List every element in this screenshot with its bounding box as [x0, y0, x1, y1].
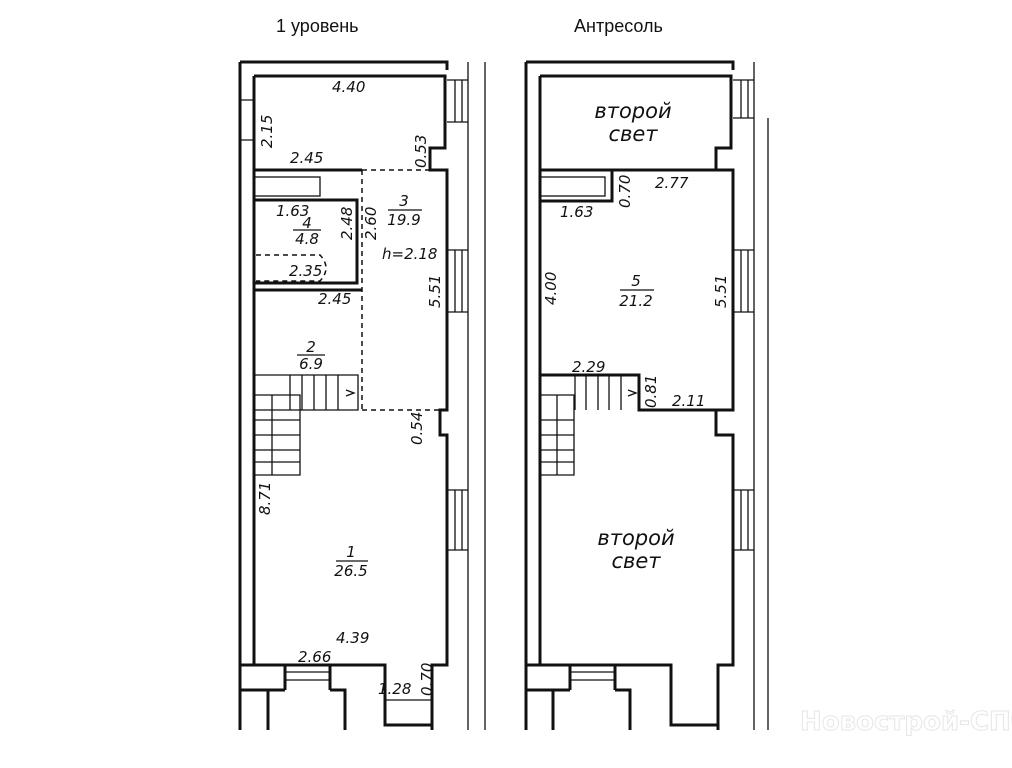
- dim-label: 2.15: [258, 115, 276, 148]
- room-area: 21.2: [619, 292, 652, 310]
- mezzanine-stairs: [540, 375, 638, 476]
- dim-label: 8.71: [256, 482, 274, 515]
- mezzanine-windows: [733, 79, 754, 551]
- room-area: 4.8: [295, 230, 319, 248]
- room-number: 2: [306, 338, 316, 356]
- level1-outer-lines: [240, 62, 486, 730]
- mezzanine-partitions: [540, 168, 733, 203]
- dim-label: 5.51: [426, 275, 444, 308]
- dim-label: 2.35: [289, 262, 322, 280]
- mezzanine-plan: 0.70 2.77 1.63 4.00 5.51 2.29 0.81 2.11 …: [524, 60, 769, 730]
- dim-label: 2.66: [298, 648, 331, 666]
- dim-label: 0.70: [418, 663, 436, 696]
- mezzanine-closet: [539, 176, 606, 197]
- dim-label: 0.70: [616, 175, 634, 208]
- mezzanine-stair-opening: [540, 373, 733, 412]
- second-light-label: второй: [594, 99, 671, 123]
- level1-closet: [253, 176, 321, 197]
- level1-title: 1 уровень: [276, 16, 359, 36]
- room-number: 3: [399, 192, 409, 210]
- level1-entrance-steps: [285, 671, 432, 701]
- second-light-label: свет: [611, 549, 661, 573]
- dim-label: 2.29: [572, 358, 605, 376]
- watermark: Новострой-СПб: [800, 707, 1012, 737]
- dim-label: 2.77: [655, 174, 689, 192]
- room-area: 26.5: [334, 562, 367, 580]
- dim-label: 2.45: [318, 290, 351, 308]
- level1-windows: [447, 79, 468, 551]
- dim-label: 0.54: [408, 412, 426, 445]
- room-area: 19.9: [387, 211, 420, 229]
- level1-entrance: [240, 663, 432, 730]
- mezzanine-walls: [524, 60, 735, 730]
- second-light-label: свет: [608, 122, 658, 146]
- dim-label: 4.00: [542, 272, 560, 305]
- dim-label: 5.51: [712, 275, 730, 308]
- room-number: 5: [631, 272, 641, 290]
- dim-label: 1.28: [378, 680, 411, 698]
- mezzanine-entrance: [526, 663, 718, 730]
- level1-zone-lines: [361, 169, 443, 411]
- mezzanine-outer-lines: [753, 62, 769, 730]
- dim-label: 1.63: [560, 203, 593, 221]
- dim-label: 4.39: [336, 629, 369, 647]
- room-number: 4: [302, 214, 312, 232]
- room-number: 1: [346, 543, 356, 561]
- dim-label: 2.48: [338, 207, 356, 240]
- second-light-label: второй: [597, 526, 674, 550]
- mezzanine-entrance-steps: [570, 671, 615, 681]
- ceiling-height: h=2.18: [382, 245, 437, 263]
- dim-label: 1.63: [276, 202, 309, 220]
- dim-label: 2.11: [672, 392, 705, 410]
- dim-label: 0.81: [642, 375, 660, 408]
- mezzanine-title: Антресоль: [574, 16, 663, 36]
- dim-label: 2.60: [362, 207, 380, 240]
- level1-stairs: [254, 374, 359, 476]
- bathtub: [256, 254, 327, 282]
- level1-walls: [238, 60, 449, 730]
- level1-plan: 4.40 2.15 2.45 0.53 1.63 2.48 2.60 2.35 …: [238, 60, 486, 730]
- room-area: 6.9: [299, 355, 323, 373]
- dim-label: 0.53: [412, 135, 430, 168]
- dim-label: 2.45: [290, 149, 323, 167]
- dim-label: 4.40: [332, 78, 365, 96]
- level1-partitions: [254, 168, 362, 292]
